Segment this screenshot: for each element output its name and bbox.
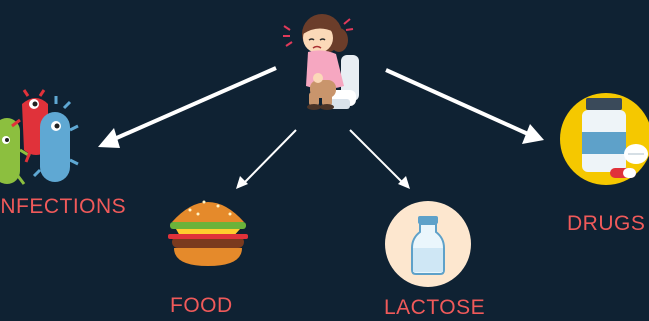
label-food: FOOD <box>170 294 233 317</box>
label-infections: INFECTIONS <box>0 195 127 218</box>
pill-bottle-icon <box>560 93 649 185</box>
arrow-to-drugs <box>385 68 544 144</box>
milk-bottle-icon <box>385 201 471 287</box>
label-drugs: DRUGS <box>567 212 646 235</box>
arrow-to-lactose <box>349 129 410 189</box>
arrow-to-infections <box>98 66 277 148</box>
burger-icon <box>168 200 248 266</box>
arrow-to-food <box>236 129 297 189</box>
bacteria-icon <box>0 89 79 185</box>
person-on-toilet-icon <box>283 14 359 110</box>
label-lactose: LACTOSE <box>384 296 486 319</box>
